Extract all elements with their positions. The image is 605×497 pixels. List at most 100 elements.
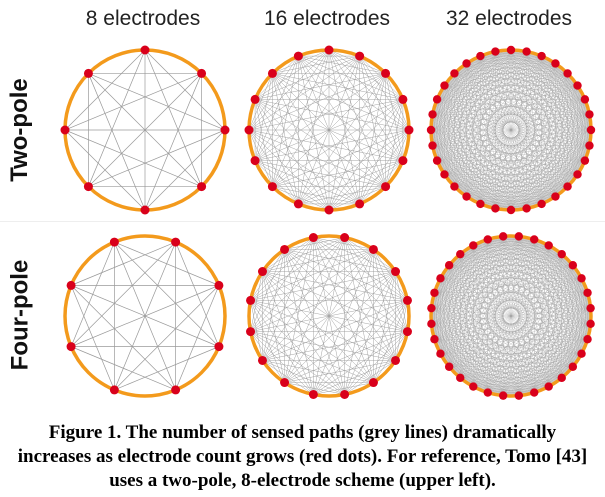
electrode-dot — [308, 389, 318, 399]
sensed-path-line — [526, 51, 586, 161]
sensed-path-line — [431, 323, 504, 396]
sensed-path-line — [460, 254, 588, 340]
electrode-dot — [456, 373, 465, 383]
sensed-path-line — [487, 239, 549, 246]
sensed-path-line — [480, 55, 586, 161]
sensed-path-line — [432, 99, 585, 146]
sensed-path-line — [434, 245, 549, 293]
row-label-four-pole-text: Four-pole — [6, 259, 33, 371]
sensed-path-line — [454, 63, 556, 74]
sensed-path-line — [64, 73, 202, 131]
sensed-path-line — [466, 63, 592, 131]
sensed-path-line — [272, 73, 404, 161]
electrode-ring — [247, 234, 411, 398]
sensed-path-line — [487, 292, 588, 393]
sensed-path-line — [437, 51, 496, 100]
sensed-path-line — [432, 145, 542, 205]
electrodes — [246, 233, 412, 399]
sensed-path-line — [431, 308, 461, 378]
electrode-dot — [586, 319, 595, 329]
sensed-path-line — [313, 237, 345, 395]
sensed-path-line — [431, 292, 588, 324]
sensed-path-line — [440, 278, 519, 396]
sensed-path-line — [272, 73, 360, 205]
sensed-path-line — [432, 51, 496, 115]
sensed-path-line — [466, 129, 592, 197]
sensed-path-line — [434, 308, 591, 340]
sensed-path-line — [284, 249, 408, 332]
sensed-path-line — [449, 265, 591, 309]
sensed-path-line — [440, 239, 535, 279]
sensed-path-line — [510, 51, 527, 211]
electrode-dot — [498, 232, 508, 241]
sensed-path-line — [473, 254, 562, 387]
sensed-path-line — [449, 265, 461, 378]
electrode-dot — [66, 280, 76, 290]
sensed-path-line — [114, 241, 176, 391]
sensed-path-line — [432, 114, 467, 197]
sensed-path-line — [434, 254, 461, 340]
sensed-path-line — [495, 51, 586, 161]
sensed-path-line — [430, 129, 481, 204]
sensed-path-line — [460, 377, 549, 387]
sensed-path-line — [473, 245, 573, 266]
sensed-path-line — [440, 265, 450, 354]
electrode-dot — [491, 204, 500, 213]
sensed-path-line — [449, 245, 474, 367]
sensed-path-line — [480, 56, 568, 187]
electrode-dot — [462, 192, 471, 201]
electrode-dot — [427, 303, 436, 313]
sensed-path-line — [430, 129, 527, 209]
sensed-path-line — [250, 249, 374, 301]
sensed-path-line — [436, 85, 445, 161]
sensed-path-line — [454, 56, 481, 187]
sensed-path-line — [449, 239, 488, 367]
electrode-dot — [522, 204, 531, 213]
sensed-path-line — [437, 160, 556, 197]
sensed-path-line — [510, 114, 590, 211]
sensed-path-line — [495, 99, 586, 209]
sensed-path-line — [480, 56, 512, 211]
sensed-path-line — [444, 85, 590, 115]
sensed-path-line — [480, 56, 578, 175]
electrode-ring — [429, 234, 593, 398]
sensed-path-line — [510, 49, 527, 209]
sensed-path-line — [114, 241, 220, 347]
sensed-path-line — [432, 49, 512, 115]
sensed-path-line — [444, 85, 467, 197]
sensed-path-line — [555, 63, 586, 161]
electrode-dot — [568, 362, 578, 371]
sensed-path-line — [503, 236, 562, 378]
sensed-path-line — [444, 85, 481, 204]
sensed-path-line — [510, 145, 590, 211]
sensed-path-line — [272, 55, 360, 74]
sensed-path-line — [466, 63, 527, 209]
sensed-path-line — [460, 254, 591, 309]
sensed-path-line — [248, 129, 273, 187]
sensed-path-line — [480, 56, 527, 209]
sensed-path-line — [262, 300, 408, 361]
diagram-two-pole-16-electrodes — [244, 45, 414, 215]
sensed-path-line — [431, 323, 535, 393]
sensed-path-line — [284, 271, 396, 383]
sensed-path-line — [250, 237, 314, 332]
sensed-path-line — [454, 73, 590, 146]
sensed-path-line — [444, 174, 542, 205]
sensed-path-line — [344, 331, 408, 395]
sensed-path-line — [436, 99, 445, 175]
sensed-path-line — [255, 129, 410, 161]
sensed-path-line — [480, 55, 590, 146]
electrode-dot — [66, 342, 76, 352]
sensed-path-line — [313, 249, 374, 395]
electrode-dot — [580, 95, 590, 104]
sensed-path-line — [503, 236, 591, 309]
sensed-path-line — [487, 239, 582, 279]
sensed-path-line — [440, 278, 588, 293]
sensed-path-line — [440, 292, 588, 354]
sensed-path-line — [487, 239, 573, 266]
sensed-path-line — [454, 73, 592, 131]
sensed-path-line — [262, 271, 314, 395]
sensed-path-line — [88, 129, 226, 187]
sensed-path-line — [431, 245, 474, 309]
sensed-path-line — [70, 285, 176, 391]
